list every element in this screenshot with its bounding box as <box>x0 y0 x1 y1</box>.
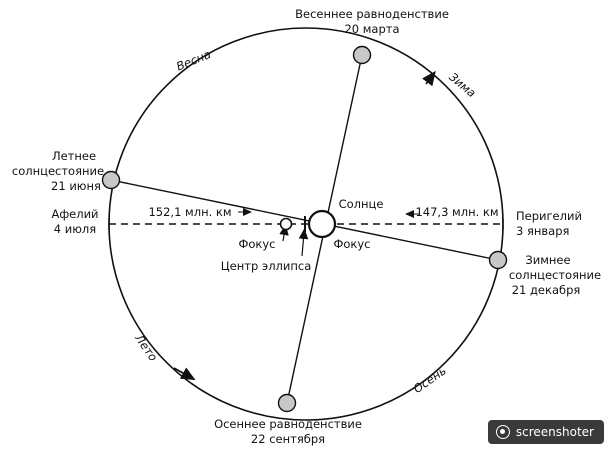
aphelion-distance: 152,1 млн. км <box>148 205 231 219</box>
perihelion-distance: 147,3 млн. км <box>415 205 498 219</box>
ellipse-center-label: Центр эллипса <box>221 259 312 273</box>
summer-solstice-line2: солнцестояние <box>12 164 104 178</box>
focus-pointer <box>279 224 289 242</box>
empty-focus-circle <box>279 217 293 231</box>
sun-circle <box>307 209 337 239</box>
winter-solstice-line1: Зимнее <box>525 253 570 267</box>
autumn-equinox-title: Осеннее равноденствие <box>214 417 362 431</box>
season-summer-label: Лето <box>132 331 161 364</box>
focus-left-label: Фокус <box>238 237 275 251</box>
focus-right-label: Фокус <box>333 237 370 251</box>
autumn-equinox-date: 22 сентября <box>251 432 325 446</box>
earth-summer-solstice <box>101 170 121 190</box>
spring-equinox-title: Весеннее равноденствие <box>295 7 449 21</box>
earth-spring-equinox <box>352 45 372 65</box>
season-autumn-label: Осень <box>411 363 449 396</box>
sun-label: Солнце <box>339 197 384 211</box>
camera-icon <box>495 425 510 439</box>
season-spring-label: Весна <box>174 47 212 73</box>
season-winter-label: Зима <box>446 70 478 100</box>
winter-solstice-date: 21 декабря <box>512 283 581 297</box>
aphelion-title: Афелий <box>51 207 98 221</box>
perihelion-title: Перигелий <box>516 209 582 223</box>
orbit-arrow-summer <box>173 367 196 381</box>
perihelion-date: 3 января <box>516 224 569 238</box>
orbit-arrow-winter <box>422 70 436 87</box>
watermark-text: screenshoter <box>515 425 594 439</box>
summer-solstice-line1: Летнее <box>52 149 96 163</box>
earth-autumn-equinox <box>277 393 297 413</box>
earth-winter-solstice <box>488 250 508 270</box>
winter-solstice-line2: солнцестояние <box>509 268 601 282</box>
screenshoter-watermark: screenshoter <box>487 420 604 444</box>
aphelion-date: 4 июля <box>54 222 96 236</box>
center-pointer <box>298 228 309 257</box>
spring-equinox-date: 20 марта <box>344 22 399 36</box>
summer-solstice-date: 21 июня <box>51 179 101 193</box>
